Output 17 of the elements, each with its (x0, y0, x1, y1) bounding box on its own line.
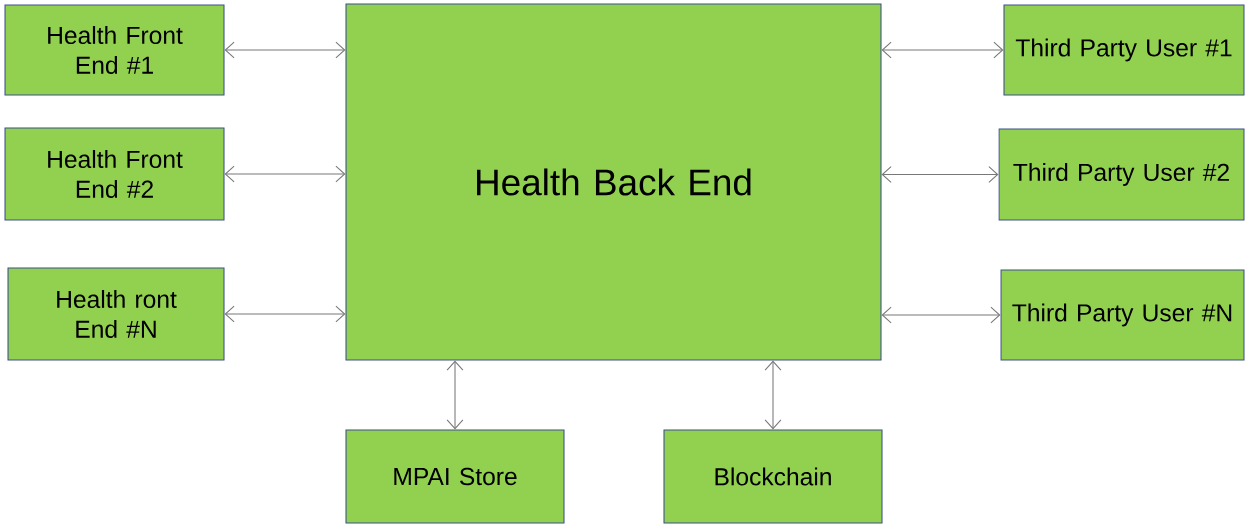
arrow (881, 166, 999, 183)
component-box: Health ront End #N (7, 267, 225, 361)
component-box: Third Party User #2 (998, 128, 1245, 221)
component-box: Blockchain (663, 429, 883, 524)
arrow (881, 41, 1004, 59)
arrow (224, 165, 346, 183)
back-end-box: Health Back End (345, 3, 882, 361)
component-box: Third Party User #N (1000, 269, 1245, 361)
arrow (446, 360, 464, 430)
arrow (764, 360, 782, 430)
arrow (224, 41, 346, 59)
component-box: MPAI Store (345, 429, 565, 524)
component-box: Third Party User #1 (1003, 4, 1245, 96)
component-box: Health Front End #2 (4, 127, 225, 221)
arrow (881, 306, 1001, 324)
arrow (224, 305, 346, 323)
component-box: Health Front End #1 (4, 4, 225, 96)
